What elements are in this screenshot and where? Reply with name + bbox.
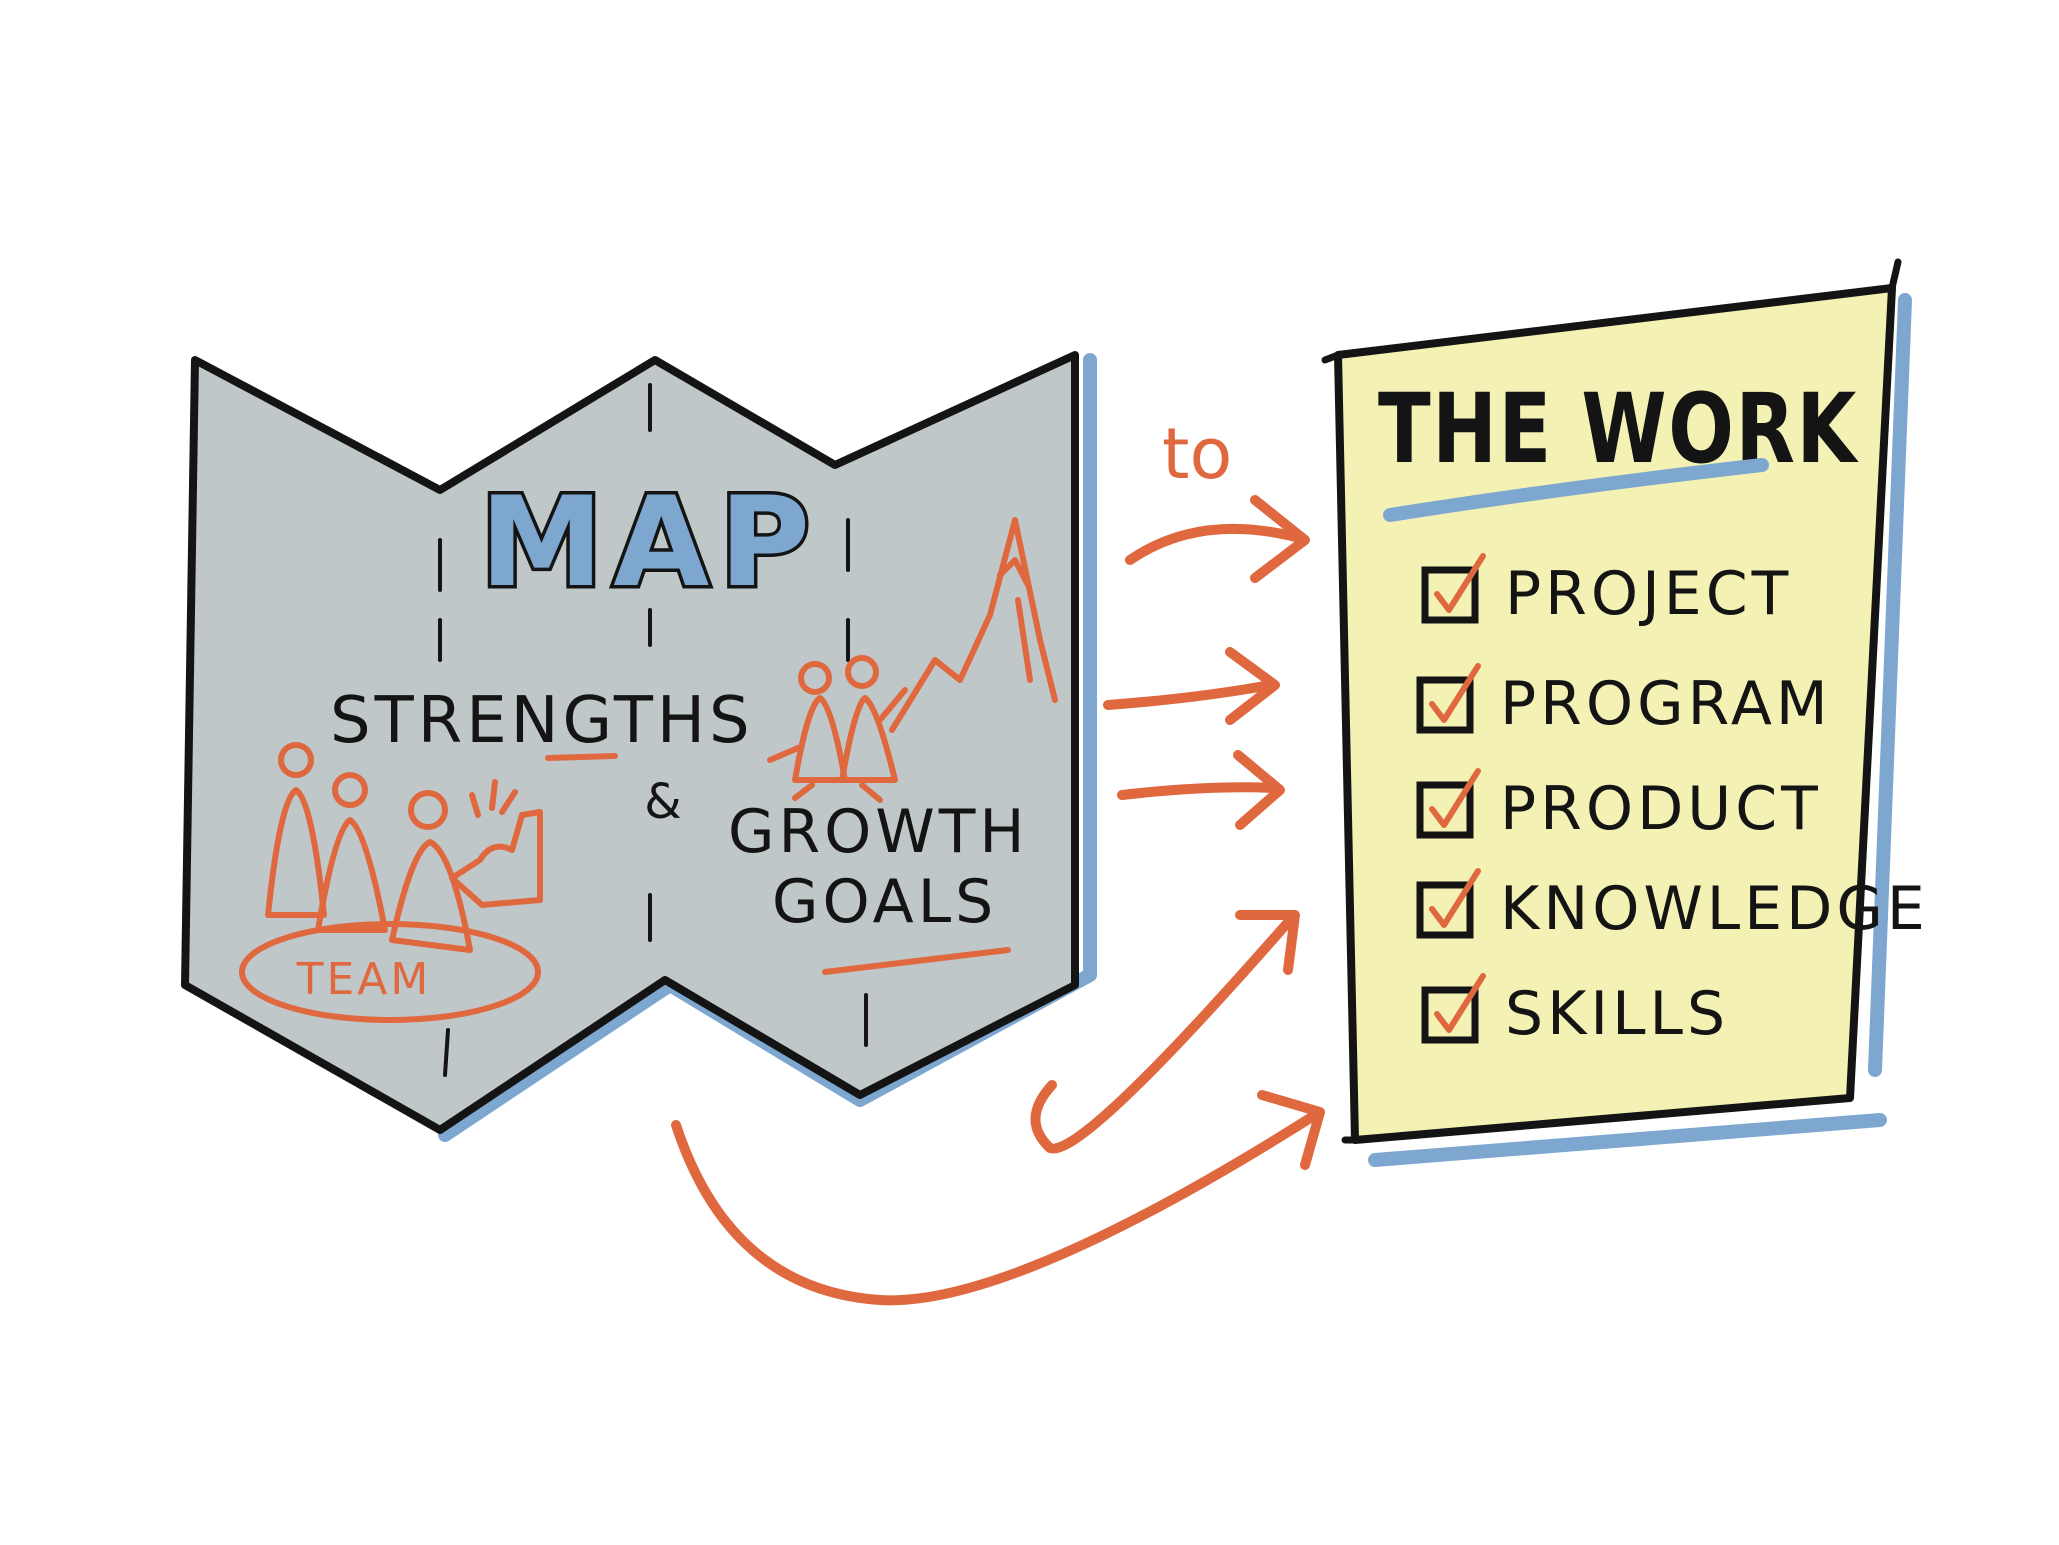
work-checklist: PROJECT PROGRAM PRODUCT KNOWLEDGE SKILLS (1416, 553, 1929, 1049)
arrow-to-program (1103, 647, 1280, 725)
checklist-item-label: PROJECT (1505, 559, 1792, 629)
checkbox-icon[interactable] (1416, 881, 1474, 939)
arrow-to-knowledge (1030, 910, 1300, 1154)
map-fold-lines (438, 383, 868, 1077)
growth-label: GROWTH (728, 797, 1029, 867)
strengths-label: STRENGTHS (330, 684, 754, 758)
checkbox-icon[interactable] (1421, 986, 1479, 1044)
work-title: THE WORK (1378, 373, 1859, 485)
goals-underline (822, 947, 1011, 975)
work-card: THE WORK PROJECT PROGRAM PRODUCT (1321, 258, 1929, 1167)
checklist-item-label: PRODUCT (1500, 774, 1822, 844)
strengths-underline (545, 753, 618, 761)
map-body (181, 351, 1079, 1134)
checklist-item[interactable]: KNOWLEDGE (1416, 868, 1929, 944)
goals-label: GOALS (772, 867, 997, 937)
checklist-item[interactable]: PROGRAM (1416, 663, 1832, 739)
checkbox-icon[interactable] (1416, 676, 1474, 734)
work-card-shadow (1368, 293, 1912, 1167)
checklist-item-label: SKILLS (1505, 979, 1729, 1049)
growth-illustration (767, 517, 1058, 803)
work-title-underline (1383, 458, 1769, 522)
connector-label: to (1162, 413, 1232, 495)
folded-map: MAP STRENGTHS & GROWTH GOALS TEAM (181, 351, 1097, 1142)
checklist-item[interactable]: PROJECT (1421, 553, 1792, 629)
connector-arrows: to (671, 413, 1325, 1306)
checkmark-icon (1434, 553, 1486, 613)
arrow-to-skills (671, 1090, 1325, 1306)
map-shadow (438, 353, 1097, 1142)
team-illustration: TEAM (239, 742, 543, 1023)
checkmark-icon (1429, 768, 1481, 828)
checklist-item[interactable]: PRODUCT (1416, 768, 1822, 844)
checklist-item-label: KNOWLEDGE (1500, 874, 1929, 944)
checkmark-icon (1429, 663, 1481, 723)
checkbox-icon[interactable] (1421, 566, 1479, 624)
arrow-to-project (1125, 495, 1310, 583)
checklist-item-label: PROGRAM (1500, 669, 1832, 739)
checkmark-icon (1429, 868, 1481, 928)
arrow-to-product (1117, 750, 1285, 830)
map-title: MAP (480, 471, 820, 615)
checkbox-icon[interactable] (1416, 781, 1474, 839)
team-label: TEAM (296, 954, 432, 1005)
checklist-item[interactable]: SKILLS (1421, 973, 1729, 1049)
checkmark-icon (1434, 973, 1486, 1033)
ampersand-label: & (644, 774, 685, 830)
